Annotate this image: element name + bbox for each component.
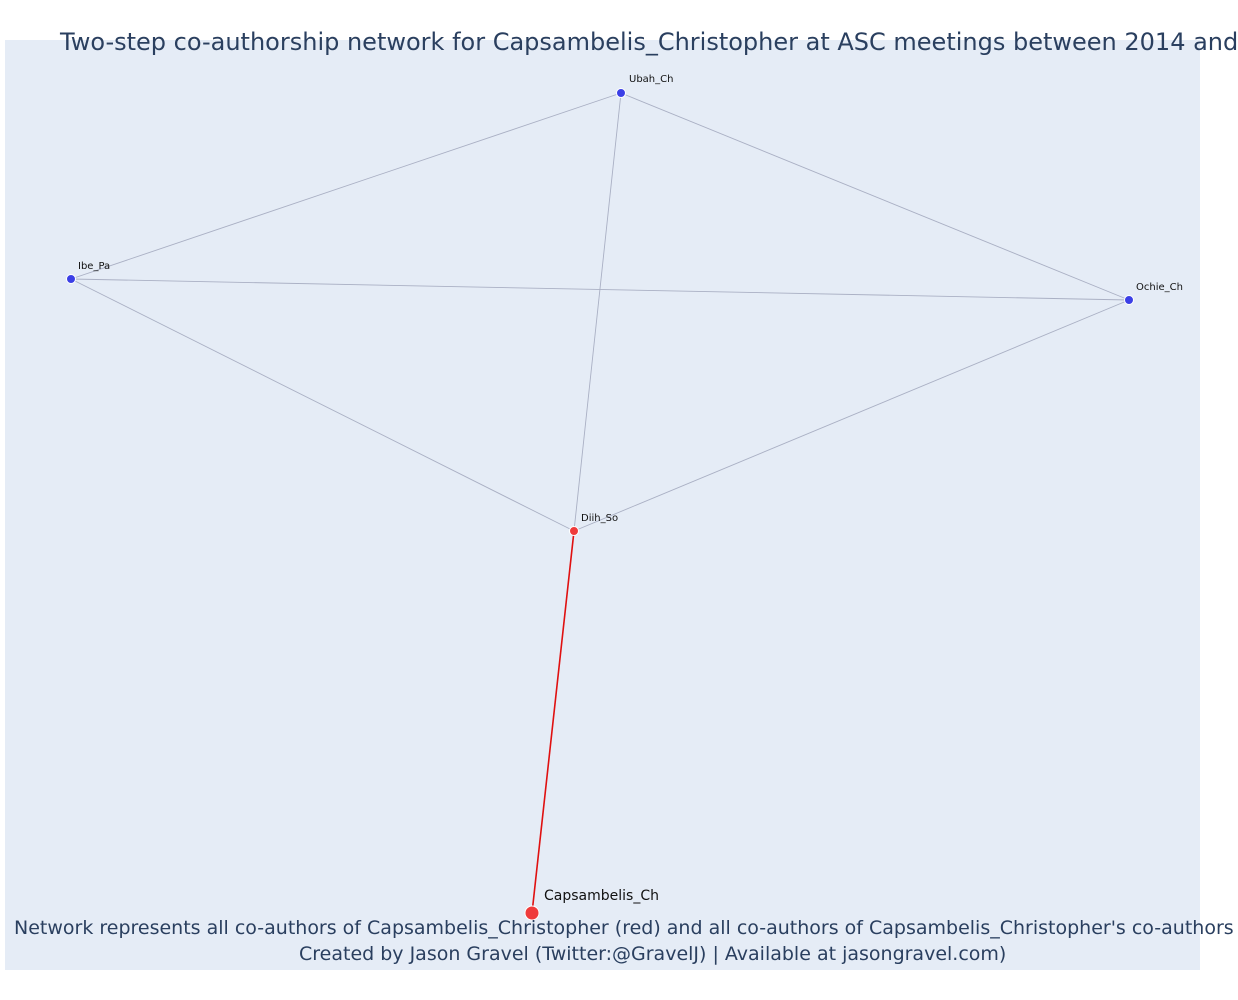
- node-label-Ochie_Ch: Ochie_Ch: [1136, 282, 1183, 293]
- network-graph: Capsambelis_Ch Diih_So Ubah_ChIbe_PaOchie_…: [66, 74, 1183, 921]
- node-Ibe_Pa[interactable]: [66, 274, 76, 284]
- edge-Ubah_Ch-Ochie_Ch: [620, 92, 1130, 301]
- edges-layer: [70, 92, 1130, 914]
- node-Diih_So[interactable]: [569, 526, 579, 536]
- node-label-Ibe_Pa: Ibe_Pa: [78, 261, 110, 272]
- edge-Diih_So-Ibe_Pa: [70, 278, 575, 532]
- node-Ochie_Ch[interactable]: [1124, 295, 1134, 305]
- node-Ubah_Ch[interactable]: [616, 88, 626, 98]
- chart-title: Two-step co-authorship network for Capsa…: [60, 28, 1238, 56]
- edge-Ibe_Pa-Ochie_Ch: [70, 278, 1130, 301]
- node-label-Diih_So: Diih_So: [581, 513, 618, 524]
- node-label-Capsambelis_Ch: Capsambelis_Ch: [544, 888, 659, 904]
- plot-area: [5, 40, 1200, 970]
- caption-line-2: Created by Jason Gravel (Twitter:@Gravel…: [299, 943, 1007, 965]
- nodes-layer: Capsambelis_Ch Diih_So Ubah_ChIbe_PaOchie_…: [66, 74, 1183, 921]
- edge-Diih_So-Ubah_Ch: [573, 92, 622, 532]
- edge-Ubah_Ch-Ibe_Pa: [70, 92, 622, 280]
- edge-Capsambelis_Ch-Diih_So: [531, 530, 575, 914]
- edge-Diih_So-Ochie_Ch: [573, 299, 1130, 532]
- node-Capsambelis_Ch[interactable]: [524, 905, 540, 921]
- node-label-Ubah_Ch: Ubah_Ch: [629, 74, 673, 85]
- caption-line-1: Network represents all co-authors of Cap…: [14, 917, 1234, 939]
